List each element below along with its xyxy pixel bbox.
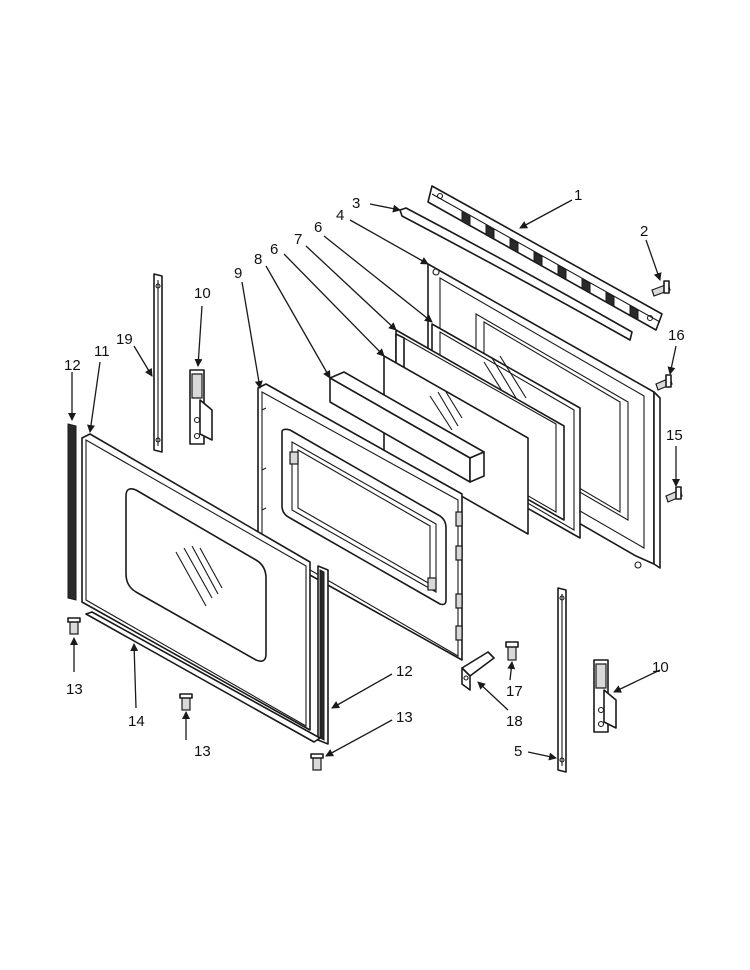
insulation-part: [329, 371, 485, 483]
vent-slot: [533, 251, 543, 268]
callout-6-front: 6: [270, 241, 278, 258]
callout-1: 1: [574, 187, 582, 204]
hinge-right-part: [593, 659, 617, 733]
callout-12-right: 12: [396, 663, 413, 680]
vent-slot: [461, 211, 471, 227]
vent-slot: [629, 304, 639, 321]
side-trim-left-part: [67, 423, 77, 601]
side-trim-right-part: [317, 565, 329, 745]
callout-5: 5: [514, 743, 522, 760]
hinge-left-part: [189, 369, 213, 445]
callout-14: 14: [128, 713, 145, 730]
callout-8: 8: [254, 251, 262, 268]
callout-17: 17: [506, 683, 523, 700]
screw-16: [655, 374, 673, 391]
screw-15: [665, 486, 683, 503]
screw-13-middle: [179, 693, 193, 711]
hinge-arm-right-part: [557, 587, 567, 773]
callout-18: 18: [506, 713, 523, 730]
callout-13-right: 13: [396, 709, 413, 726]
screw-2: [651, 280, 671, 297]
callout-12-left: 12: [64, 357, 81, 374]
leader-lines: [68, 199, 680, 761]
vent-trim-part: [427, 185, 663, 331]
callout-labels: 1 2 3 4 5 6 6 7 8 9 10 10 11 12 12 13 13…: [64, 187, 685, 760]
callout-16: 16: [668, 327, 685, 344]
vent-slot: [485, 224, 495, 241]
callout-15: 15: [666, 427, 683, 444]
trim-bracket-part: [399, 207, 633, 341]
callout-10-right: 10: [652, 659, 669, 676]
inner-door-panel-part: [257, 383, 463, 661]
callout-4: 4: [336, 207, 344, 224]
callout-13-left: 13: [66, 681, 83, 698]
callout-10-left: 10: [194, 285, 211, 302]
callout-6-rear: 6: [314, 219, 322, 236]
callout-2: 2: [640, 223, 648, 240]
bottom-trim-part: [85, 611, 321, 743]
callout-9: 9: [234, 265, 242, 282]
hinge-bracket-part: [461, 651, 495, 691]
screw-13-right: [310, 753, 324, 771]
screw-17: [505, 641, 519, 661]
callout-3: 3: [352, 195, 360, 212]
vent-slot: [557, 264, 567, 281]
outer-door-panel-part: [81, 433, 311, 731]
vent-slot: [605, 291, 615, 308]
callout-19: 19: [116, 331, 133, 348]
screw-13-left: [67, 617, 81, 635]
callout-13-middle: 13: [194, 743, 211, 760]
hinge-arm-part: [153, 273, 163, 453]
vent-slot: [509, 237, 519, 254]
vent-slot: [581, 278, 591, 294]
callout-7: 7: [294, 231, 302, 248]
callout-11: 11: [94, 343, 110, 360]
